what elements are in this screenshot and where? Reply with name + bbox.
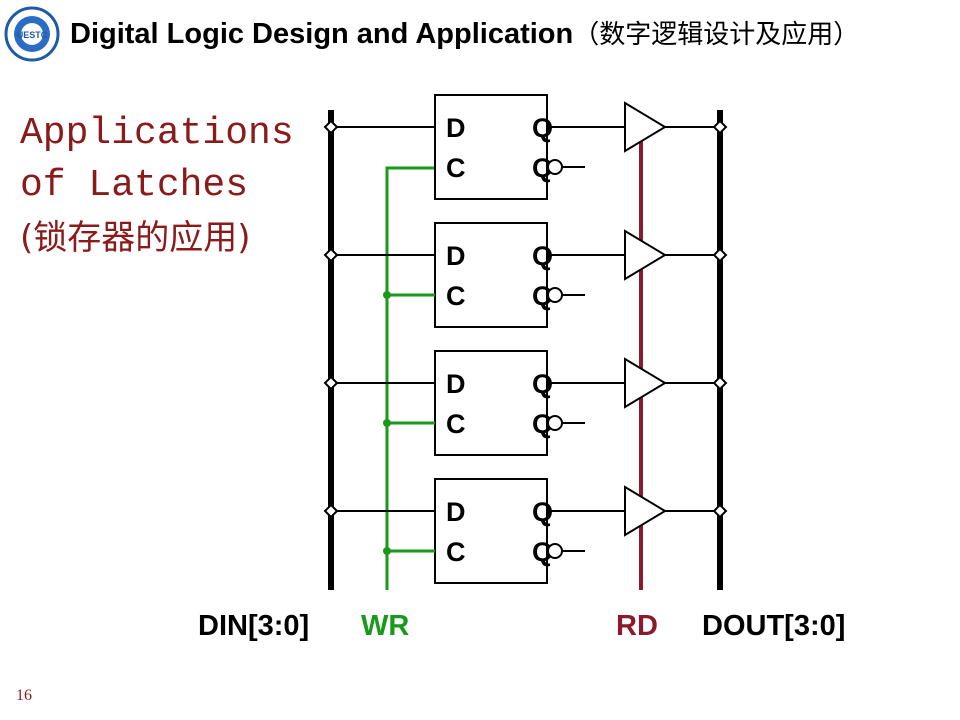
section-line-3: (锁存器的应用) — [20, 218, 251, 258]
latch-1-pin-c: C — [446, 281, 466, 311]
university-logo: UESTC — [4, 6, 60, 62]
latch-1-din-junction — [323, 247, 339, 263]
latch-3-dout-junction — [712, 503, 728, 519]
latch-1-tristate-buffer — [624, 229, 667, 281]
latch-3-pin-c: C — [446, 537, 466, 567]
latch-0-pin-d: D — [446, 113, 466, 143]
logo-text: UESTC — [17, 30, 48, 40]
title-chinese: （数字逻辑设计及应用） — [573, 20, 860, 50]
wr-label: WR — [361, 610, 409, 642]
latch-3-qbar-bubble — [547, 543, 563, 559]
latch-0-qbar-bubble — [547, 159, 563, 175]
section-line-1: Applications — [20, 112, 294, 155]
latch-1-qbar-bubble — [547, 287, 563, 303]
latch-1-dout-junction — [712, 247, 728, 263]
latch-3-pin-d: D — [446, 497, 466, 527]
latch-1-pin-q: Q — [532, 241, 553, 271]
latch-3-box — [434, 478, 548, 584]
latch-2-qbar-bubble — [547, 415, 563, 431]
latch-2-pin-c: C — [446, 409, 466, 439]
latch-0-pin-q: Q — [532, 113, 553, 143]
din-label: DIN[3:0] — [198, 610, 309, 642]
latch-1-pin-d: D — [446, 241, 466, 271]
latch-0-pin-qbar: Q — [532, 153, 553, 183]
dout-label: DOUT[3:0] — [702, 610, 845, 642]
latch-3-tristate-buffer — [624, 485, 667, 537]
slide-number: 16 — [16, 687, 32, 704]
latch-2-dout-junction — [712, 375, 728, 391]
rd-label: RD — [616, 610, 658, 642]
wr-control-line — [385, 166, 436, 590]
latch-0-pin-c: C — [446, 153, 466, 183]
latch-2-pin-qbar: Q — [532, 409, 553, 439]
latch-3-din-junction — [323, 503, 339, 519]
latch-2-wr-junction — [383, 419, 391, 427]
section-heading: Applications of Latches (锁存器的应用) — [20, 108, 294, 264]
latch-3-wr-junction — [383, 547, 391, 555]
latch-0-box — [434, 94, 548, 200]
latch-0-tristate-buffer — [624, 101, 667, 153]
slide-title: Digital Logic Design and Application（数字逻… — [70, 14, 859, 51]
latch-2-tristate-buffer — [624, 357, 667, 409]
latch-2-din-junction — [323, 375, 339, 391]
latch-2-pin-d: D — [446, 369, 466, 399]
latch-3-pin-qbar: Q — [532, 537, 553, 567]
latch-2-box — [434, 350, 548, 456]
latch-1-wr-junction — [383, 291, 391, 299]
latch-3-pin-q: Q — [532, 497, 553, 527]
section-line-2: of Latches — [20, 164, 249, 207]
latch-1-box — [434, 222, 548, 328]
title-english: Digital Logic Design and Application — [70, 18, 574, 50]
latch-1-pin-qbar: Q — [532, 281, 553, 311]
latch-0-dout-junction — [712, 119, 728, 135]
latch-0-din-junction — [323, 119, 339, 135]
latch-2-pin-q: Q — [532, 369, 553, 399]
